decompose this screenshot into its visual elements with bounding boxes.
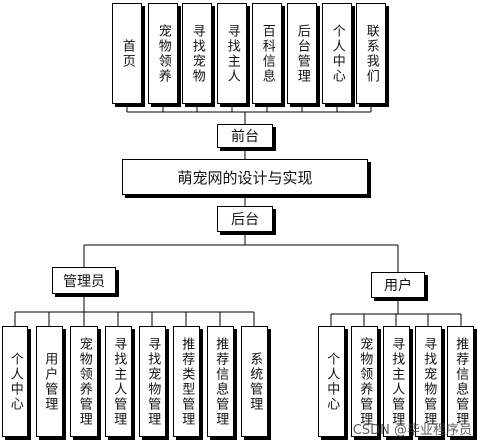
frontend-node: 前台 [217,124,273,148]
admin-module-system-management: 系统管理 [241,326,268,437]
csdn-watermark: CSDN @毕业程序员 [352,423,472,438]
admin-role-label: 管理员 [63,273,105,290]
backend-node: 后台 [217,206,273,232]
system-title: 萌宠网的设计与实现 [177,168,313,187]
frontend-module-contact-us: 联系我们 [356,3,386,104]
admin-module-label: 推荐类型管理 [179,336,195,427]
admin-module-label: 推荐信息管理 [213,336,229,427]
user-module-find-pet-management: 寻找宠物管理 [415,326,442,437]
frontend-module-label: 宠物领养 [155,23,171,84]
user-module-pet-adoption-management: 宠物领养管理 [351,326,378,437]
frontend-module-label: 寻找主人 [224,23,240,84]
admin-module-label: 寻找主人管理 [111,336,127,427]
frontend-module-label: 联系我们 [363,23,379,84]
frontend-module-label: 首页 [119,38,135,69]
admin-module-recommend-info-management: 推荐信息管理 [207,326,234,437]
admin-role-node: 管理员 [52,267,116,294]
user-role-node: 用户 [371,272,425,298]
frontend-module-find-pet: 寻找宠物 [182,3,212,104]
frontend-module-find-owner: 寻找主人 [217,3,247,104]
user-module-label: 个人中心 [324,351,340,412]
system-title-node: 萌宠网的设计与实现 [122,159,368,195]
frontend-module-personal-center: 个人中心 [322,3,352,104]
admin-module-label: 系统管理 [247,351,263,412]
user-module-recommend-info-management: 推荐信息管理 [447,326,474,437]
admin-module-label: 宠物领养管理 [76,336,92,427]
admin-module-label: 个人中心 [7,351,23,412]
user-module-label: 推荐信息管理 [453,336,469,427]
backend-node-label: 后台 [231,212,259,228]
admin-module-user-management: 用户管理 [36,326,63,437]
admin-module-recommend-type-management: 推荐类型管理 [173,326,200,437]
frontend-module-label: 百科信息 [259,23,275,84]
user-role-label: 用户 [384,278,412,294]
frontend-module-home: 首页 [112,3,142,104]
admin-module-find-owner-management: 寻找主人管理 [105,326,132,437]
admin-module-label: 寻找宠物管理 [145,336,161,427]
admin-module-personal-center: 个人中心 [2,326,28,437]
user-module-label: 寻找宠物管理 [421,336,437,427]
frontend-module-pet-adoption: 宠物领养 [148,3,178,104]
frontend-module-label: 后台管理 [294,23,310,84]
frontend-module-label: 寻找宠物 [189,23,205,84]
admin-module-pet-adoption-management: 宠物领养管理 [70,326,98,437]
user-module-label: 寻找主人管理 [389,336,405,427]
user-module-find-owner-management: 寻找主人管理 [383,326,410,437]
frontend-node-label: 前台 [231,129,259,145]
user-module-personal-center: 个人中心 [318,326,345,437]
frontend-module-label: 个人中心 [329,23,345,84]
user-module-label: 宠物领养管理 [357,336,373,427]
frontend-module-encyclopedia: 百科信息 [252,3,282,104]
frontend-module-admin: 后台管理 [287,3,317,104]
admin-module-find-pet-management: 寻找宠物管理 [139,326,166,437]
admin-module-label: 用户管理 [42,351,58,412]
